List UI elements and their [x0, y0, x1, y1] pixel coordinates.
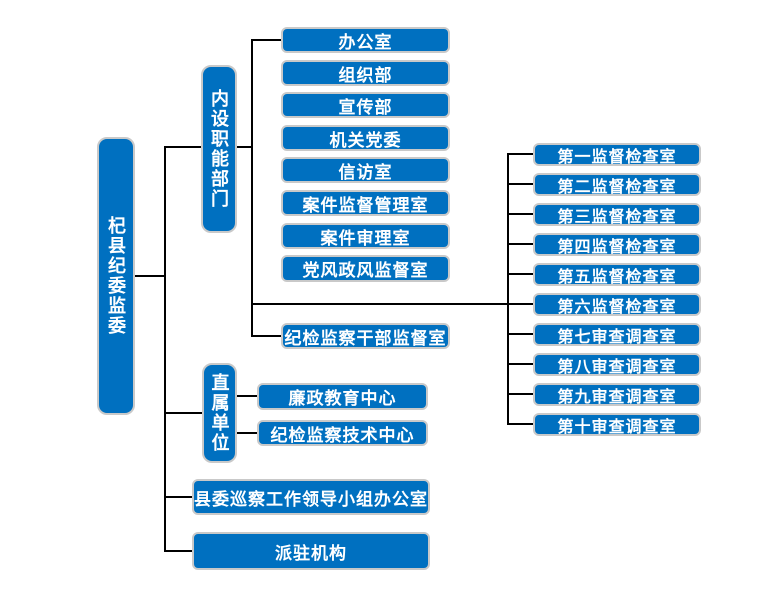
- branch-internal-departments: 内设职能部门: [201, 65, 237, 233]
- connector-right-vertical: [507, 153, 509, 425]
- box-inspection-leading-group-office: 县委巡察工作领导小组办公室: [192, 479, 430, 515]
- office-box-7: 第七审查调查室: [533, 323, 701, 346]
- unit-box-lianzheng-center: 廉政教育中心: [257, 383, 428, 410]
- connector-internal-to-column: [237, 146, 253, 148]
- root-node: 杞县纪委监委: [97, 137, 135, 415]
- connector-direct-stub-1: [237, 395, 257, 397]
- connector-trunk-to-direct: [164, 412, 202, 414]
- connector-office-stub-7: [507, 333, 533, 335]
- connector-trunk-to-paizhu: [164, 550, 192, 552]
- office-box-1: 第一监督检查室: [533, 143, 701, 166]
- connector-to-cadre-office: [251, 335, 281, 337]
- connector-to-bangongshi: [251, 39, 281, 41]
- connector-trunk-vertical: [164, 146, 166, 552]
- office-box-8: 第八审查调查室: [533, 353, 701, 376]
- office-box-6: 第六监督检查室: [533, 293, 701, 316]
- connector-trunk-to-internal: [164, 146, 201, 148]
- dept-box-zuzhibu: 组织部: [281, 60, 450, 86]
- dept-box-bangongshi: 办公室: [281, 27, 450, 53]
- dept-box-anjianshenli: 案件审理室: [281, 223, 450, 249]
- connector-office-stub-8: [507, 363, 533, 365]
- office-box-9: 第九审查调查室: [533, 383, 701, 406]
- office-box-3: 第三监督检查室: [533, 203, 701, 226]
- connector-office-stub-9: [507, 393, 533, 395]
- connector-office-stub-4: [507, 243, 533, 245]
- dept-box-dangfengzhengfeng: 党风政风监督室: [281, 255, 450, 282]
- box-dispatched-institutions: 派驻机构: [192, 532, 430, 570]
- connector-office-stub-5: [507, 273, 533, 275]
- connector-office-stub-1: [507, 153, 533, 155]
- connector-office-stub-10: [507, 423, 533, 425]
- dept-box-anjianjiandu: 案件监督管理室: [281, 190, 450, 216]
- office-box-10: 第十审查调查室: [533, 413, 701, 436]
- connector-long-horizontal: [251, 303, 533, 305]
- dept-box-jiguandangwei: 机关党委: [281, 125, 450, 151]
- dept-box-xinfangshi: 信访室: [281, 157, 450, 183]
- dept-box-cadre-supervision: 纪检监察干部监督室: [281, 323, 450, 349]
- connector-direct-stub-2: [237, 432, 257, 434]
- connector-office-stub-3: [507, 213, 533, 215]
- connector-trunk-to-xuncha: [164, 496, 192, 498]
- connector-column-a-vertical: [251, 39, 253, 337]
- office-box-4: 第四监督检查室: [533, 233, 701, 256]
- connector-office-stub-2: [507, 183, 533, 185]
- unit-box-tech-center: 纪检监察技术中心: [257, 420, 428, 446]
- dept-box-xuanchuanbu: 宣传部: [281, 92, 450, 118]
- branch-direct-units: 直属单位: [202, 363, 237, 463]
- office-box-2: 第二监督检查室: [533, 173, 701, 196]
- connector-root-to-trunk: [135, 275, 165, 277]
- office-box-5: 第五监督检查室: [533, 263, 701, 286]
